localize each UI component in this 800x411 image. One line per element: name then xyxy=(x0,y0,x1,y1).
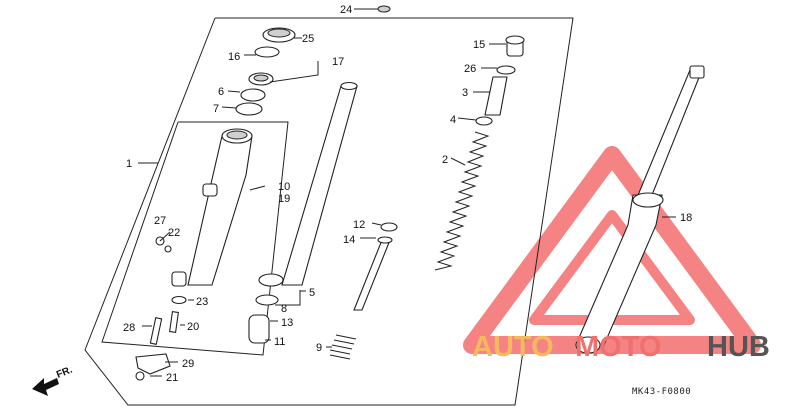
label-4: 4 xyxy=(450,114,456,126)
diagram-code: MK43-F0800 xyxy=(632,387,691,397)
label-11: 11 xyxy=(274,336,285,348)
label-6: 6 xyxy=(218,86,224,98)
label-28: 28 xyxy=(123,322,135,334)
label-2: 2 xyxy=(442,154,448,166)
assembled-fork xyxy=(575,65,705,354)
fork-spring xyxy=(434,35,525,271)
label-22: 22 xyxy=(168,227,180,239)
label-16: 16 xyxy=(228,51,240,63)
label-29: 29 xyxy=(182,358,194,370)
label-27: 27 xyxy=(154,215,166,227)
fork-tube xyxy=(248,81,358,344)
label-26: 26 xyxy=(464,63,476,75)
label-15: 15 xyxy=(473,39,485,51)
label-9: 9 xyxy=(316,342,322,354)
label-19: 19 xyxy=(278,193,290,205)
part-labels: 24 25 16 17 6 7 1 10 19 27 22 23 28 20 2… xyxy=(123,4,692,384)
label-25: 25 xyxy=(302,33,314,45)
label-24: 24 xyxy=(340,4,352,16)
fork-slider xyxy=(171,128,253,287)
label-21: 21 xyxy=(166,372,178,384)
watermark-text: AUTO MOTO HUB xyxy=(472,331,770,363)
label-20: 20 xyxy=(187,321,199,333)
slider-group-boundary xyxy=(101,121,289,356)
oil-seal-stack xyxy=(235,5,391,116)
watermark-moto: MOTO xyxy=(575,331,661,363)
front-arrow-label: FR. xyxy=(55,364,74,380)
label-12: 12 xyxy=(353,219,365,231)
label-1: 1 xyxy=(126,158,132,170)
leader-lines xyxy=(138,8,676,377)
label-18: 18 xyxy=(680,212,692,224)
front-arrow-icon xyxy=(32,378,59,396)
damper-rod xyxy=(329,222,398,360)
label-10: 10 xyxy=(278,181,290,193)
label-17: 17 xyxy=(332,56,344,68)
label-5: 5 xyxy=(309,287,315,299)
label-7: 7 xyxy=(213,103,219,115)
label-3: 3 xyxy=(462,87,468,99)
assembly-boundary xyxy=(84,17,574,406)
label-23: 23 xyxy=(196,296,208,308)
small-hardware xyxy=(135,236,187,381)
watermark-hub: HUB xyxy=(707,331,770,363)
label-14: 14 xyxy=(343,234,355,246)
label-13: 13 xyxy=(281,317,293,329)
watermark-auto: AUTO xyxy=(472,331,554,363)
label-8: 8 xyxy=(281,303,287,315)
